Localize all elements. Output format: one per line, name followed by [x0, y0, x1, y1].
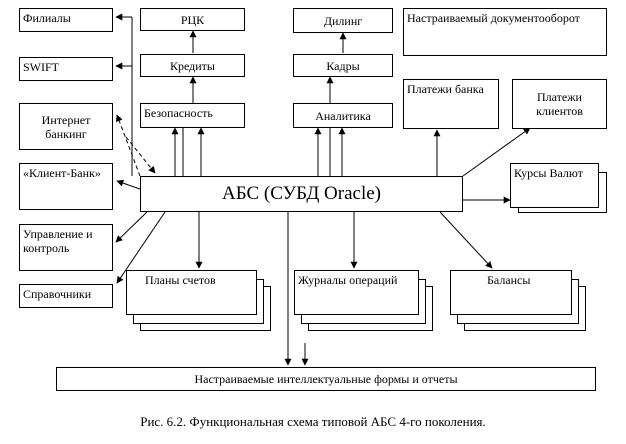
node-abs-core: АБС (СУБД Oracle) — [140, 176, 463, 212]
node-bank-payments-label: Платежи банка — [407, 82, 484, 96]
node-client-bank: «Клиент-Банк» — [19, 163, 113, 210]
arrow-to-directories — [116, 211, 166, 284]
node-management-label: Управление и контроль — [23, 227, 93, 255]
node-analytics: Аналитика — [293, 103, 393, 128]
node-doc-flow-label: Настраиваемый документооборот — [407, 11, 580, 25]
node-filials: Филиалы — [19, 8, 113, 32]
node-client-payments-label: Платежи клиентов — [536, 90, 583, 118]
node-swift: SWIFT — [19, 57, 113, 81]
node-reports: Настраиваемые интеллектуальные формы и о… — [56, 367, 596, 391]
node-balances: Балансы — [450, 270, 572, 315]
node-analytics-label: Аналитика — [315, 108, 371, 123]
node-dealing: Дилинг — [293, 8, 393, 33]
figure-caption: Рис. 6.2. Функциональная схема типовой А… — [140, 414, 486, 429]
node-rkc: РЦК — [140, 8, 245, 31]
node-directories-label: Справочники — [23, 287, 92, 301]
node-filials-label: Филиалы — [23, 11, 71, 25]
node-client-payments: Платежи клиентов — [512, 79, 607, 129]
node-currency-rates: Курсы Валют — [510, 163, 599, 208]
node-security: Безопасность — [140, 103, 245, 128]
arrow-abs-to-internet — [115, 114, 141, 177]
node-chart-of-accounts: Планы счетов — [126, 270, 257, 315]
node-currency-rates-label: Курсы Валют — [514, 166, 583, 180]
node-chart-of-accounts-label: Планы счетов — [145, 273, 216, 287]
node-personnel-label: Кадры — [326, 58, 360, 73]
node-reports-label: Настраиваемые интеллектуальные формы и о… — [194, 372, 458, 386]
node-credits-label: Кредиты — [169, 58, 215, 73]
node-rkc-label: РЦК — [180, 12, 205, 27]
arrow-to-balances — [439, 211, 493, 269]
arrow-to-client-bank — [116, 179, 141, 190]
arrow-to-client-payments — [462, 127, 531, 177]
node-abs-core-label: АБС (СУБД Oracle) — [222, 183, 381, 204]
node-operations-journals-label: Журналы операций — [298, 273, 398, 287]
node-credits: Кредиты — [140, 54, 245, 77]
node-doc-flow: Настраиваемый документооборот — [403, 8, 607, 56]
node-operations-journals: Журналы операций — [294, 270, 419, 315]
arrow-internet-to-abs — [125, 136, 156, 174]
node-balances-label: Балансы — [487, 273, 531, 287]
node-directories: Справочники — [19, 284, 113, 308]
node-security-label: Безопасность — [144, 106, 213, 120]
node-swift-label: SWIFT — [23, 60, 59, 74]
node-internet-banking-label: Интернет банкинг — [41, 112, 91, 141]
node-bank-payments: Платежи банка — [403, 79, 499, 129]
node-dealing-label: Дилинг — [323, 13, 363, 28]
node-internet-banking: Интернет банкинг — [19, 103, 113, 150]
node-management: Управление и контроль — [19, 224, 113, 271]
node-client-bank-label: «Клиент-Банк» — [23, 166, 101, 180]
arrow-to-management — [115, 211, 148, 243]
node-personnel: Кадры — [293, 54, 393, 77]
